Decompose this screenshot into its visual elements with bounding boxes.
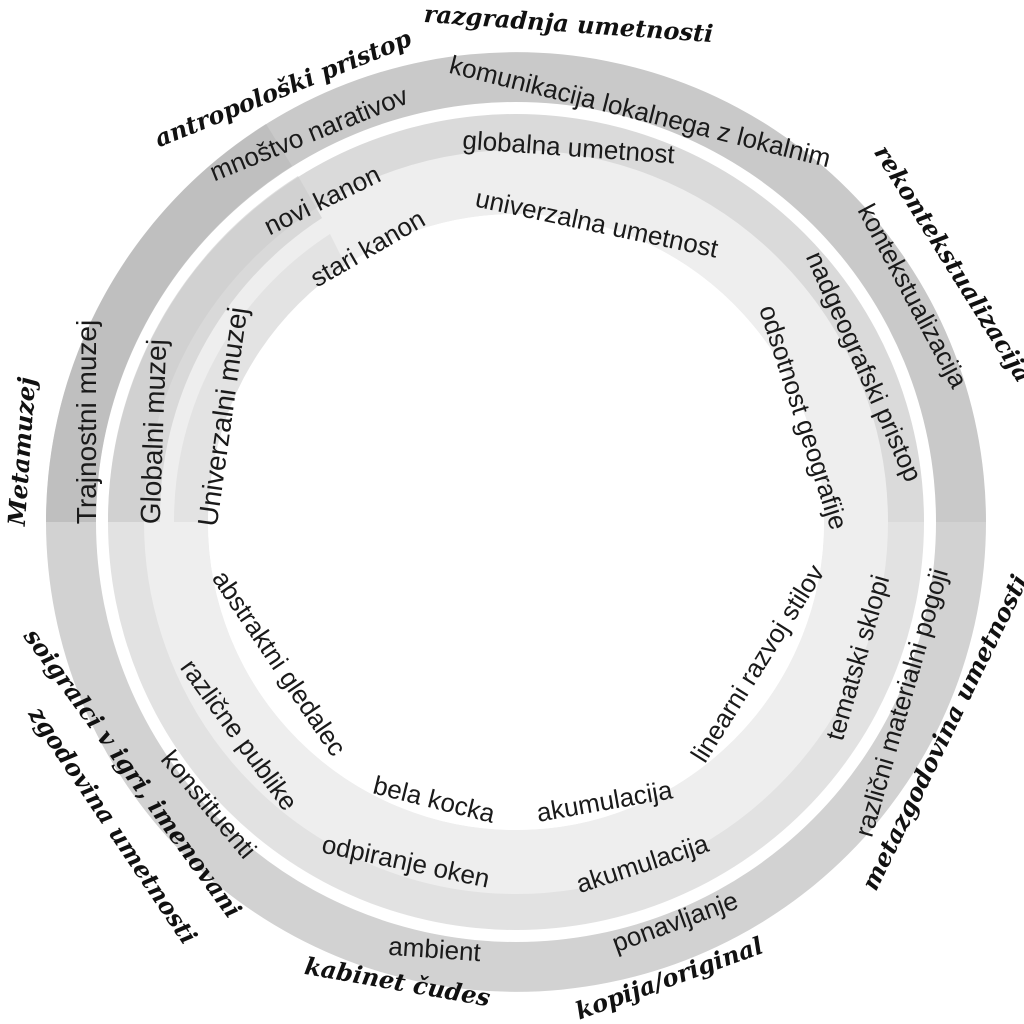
outer-label-razgradnja: razgradnja umetnosti bbox=[423, 0, 714, 48]
label-ambient: ambient bbox=[387, 931, 482, 967]
middle-sector bbox=[107, 176, 322, 522]
outer-ring-bottom bbox=[46, 522, 986, 992]
outer-sector bbox=[46, 124, 292, 522]
label-trajnostni-muzej: Trajnostni muzej bbox=[71, 320, 102, 524]
outer-label-metamuzej: Metamuzej bbox=[2, 376, 41, 528]
label-globalni-muzej: Globalni muzej bbox=[135, 339, 172, 525]
center-hole bbox=[208, 214, 824, 830]
